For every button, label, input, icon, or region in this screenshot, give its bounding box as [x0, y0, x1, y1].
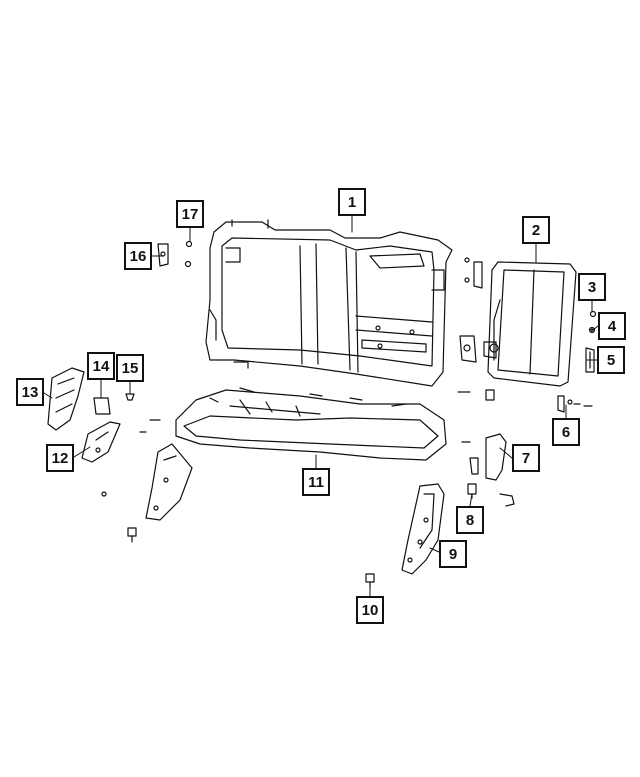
side-shield — [461, 433, 507, 481]
callout-9[interactable]: 9 — [439, 540, 467, 568]
seat-track-right — [401, 483, 445, 575]
callout-4[interactable]: 4 — [598, 312, 626, 340]
callout-3[interactable]: 3 — [578, 273, 606, 301]
callout-15[interactable]: 15 — [116, 354, 144, 382]
callout-13[interactable]: 13 — [16, 378, 44, 406]
leader-lines — [43, 215, 599, 597]
callout-14[interactable]: 14 — [87, 352, 115, 380]
seat-back-panel — [487, 261, 577, 387]
latch — [157, 243, 169, 267]
callout-8[interactable]: 8 — [456, 506, 484, 534]
callout-5[interactable]: 5 — [597, 346, 625, 374]
callout-7[interactable]: 7 — [512, 444, 540, 472]
nut — [588, 326, 596, 334]
screws-17 — [184, 240, 193, 268]
hinge-assembly — [557, 395, 593, 413]
callout-11[interactable]: 11 — [302, 468, 330, 496]
callout-16[interactable]: 16 — [124, 242, 152, 270]
push-pin — [125, 393, 135, 401]
bracket-14 — [93, 397, 111, 415]
back-hinge-bracket — [459, 335, 497, 363]
callout-6[interactable]: 6 — [552, 418, 580, 446]
seat-riser-left — [101, 419, 193, 543]
outboard-trim-panel — [47, 367, 85, 431]
bolt-10 — [365, 573, 375, 589]
frame-latch-right — [457, 257, 495, 401]
seat-cushion-frame — [175, 387, 447, 461]
bolt — [467, 483, 515, 507]
callout-2[interactable]: 2 — [522, 216, 550, 244]
callout-12[interactable]: 12 — [46, 444, 74, 472]
hinge-cover — [585, 347, 595, 373]
seat-track-left — [81, 421, 121, 463]
callout-1[interactable]: 1 — [338, 188, 366, 216]
washer — [589, 310, 597, 318]
callout-17[interactable]: 17 — [176, 200, 204, 228]
callout-10[interactable]: 10 — [356, 596, 384, 624]
seat-back-frame — [205, 219, 453, 387]
